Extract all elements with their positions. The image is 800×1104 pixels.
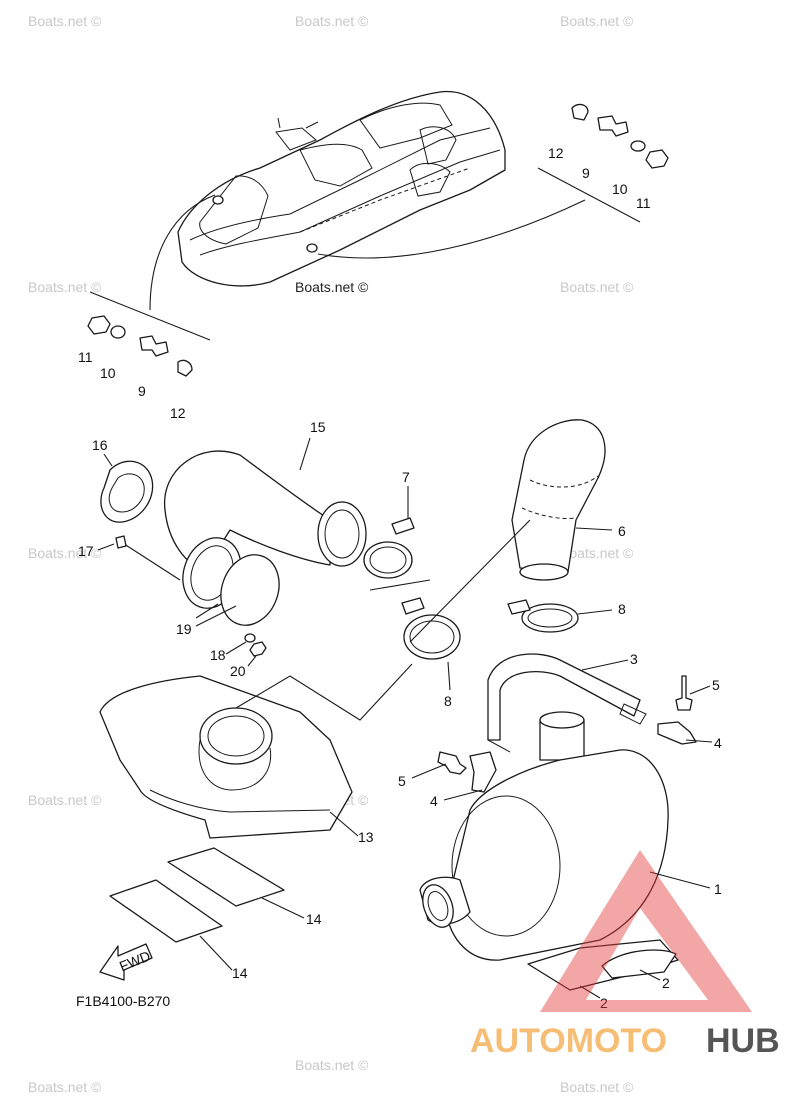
callout-11: 11 [636, 195, 651, 211]
callout-2: 2 [600, 995, 608, 1011]
triangle-emblem-icon [540, 850, 752, 1012]
hardware-set-right [571, 103, 669, 169]
callout-14: 14 [232, 965, 248, 981]
watermark: Boats.net © [28, 792, 102, 808]
callout-20: 20 [230, 663, 246, 679]
callout-16: 16 [92, 437, 108, 453]
callout-9: 9 [138, 383, 146, 399]
strap-3 [487, 653, 647, 753]
callout-2: 2 [662, 975, 670, 991]
gasket-16 [100, 460, 154, 523]
callout-12: 12 [548, 145, 564, 161]
callout-8: 8 [618, 601, 626, 617]
rivet-5-right [675, 675, 693, 711]
callout-9: 9 [582, 165, 590, 181]
watermark: Boats.net © [28, 1079, 102, 1095]
callout-10: 10 [100, 365, 116, 381]
hose-6 [511, 419, 606, 581]
callout-12: 12 [170, 405, 186, 421]
pad-14-lower [109, 879, 223, 943]
watermark: Boats.net © [295, 13, 369, 29]
washer-18 [244, 633, 256, 643]
callout-15: 15 [310, 419, 326, 435]
clamp-8-right [507, 599, 579, 633]
logo-text-automoto: AUTOMOTO [470, 1022, 667, 1060]
bracket-4-right [657, 721, 697, 745]
callout-6: 6 [618, 523, 626, 539]
watermark: Boats.net © [560, 545, 634, 561]
watercraft-illustration [89, 90, 641, 341]
watermark: Boats.net © [295, 1057, 369, 1073]
watermark: Boats.net © [560, 13, 634, 29]
callout-19: 19 [176, 621, 192, 637]
callout-13: 13 [358, 829, 374, 845]
watermark: Boats.net © [295, 279, 369, 295]
callout-11: 11 [78, 349, 93, 365]
muffler-1 [419, 711, 669, 961]
bolt-17 [115, 535, 127, 549]
pad-2-upper [601, 949, 677, 979]
clamp-7 [363, 517, 415, 579]
diagram-code: F1B4100-B270 [76, 993, 170, 1009]
callout-1: 1 [714, 881, 722, 897]
hardware-set-left [87, 315, 193, 377]
callout-17: 17 [78, 543, 94, 559]
rivet-5-left [437, 751, 467, 775]
callout-labels: 1 2 2 3 4 4 5 5 6 7 8 8 9 9 10 10 11 11 … [78, 145, 722, 1011]
watermark: Boats.net © [28, 13, 102, 29]
watermark: Boats.net © [28, 279, 102, 295]
callout-3: 3 [630, 651, 638, 667]
callout-14: 14 [306, 911, 322, 927]
callout-10: 10 [612, 181, 628, 197]
callout-7: 7 [402, 469, 410, 485]
fwd-label: FWD [117, 948, 153, 975]
pad-14-upper [167, 847, 285, 907]
watermark: Boats.net © [560, 1079, 634, 1095]
watermark: Boats.net © [28, 545, 102, 561]
bracket-4-left [469, 751, 497, 793]
logo-text-hub: HUB [706, 1022, 780, 1060]
callout-18: 18 [210, 647, 226, 663]
callout-8: 8 [444, 693, 452, 709]
callout-5: 5 [712, 677, 720, 693]
chamber-13 [99, 675, 353, 839]
callout-4: 4 [714, 735, 722, 751]
nut-20 [249, 641, 267, 657]
automotohub-logo: AUTOMOTO HUB [470, 850, 780, 1060]
callout-5: 5 [398, 773, 406, 789]
screen-plate [220, 554, 280, 626]
clamp-8-left [401, 597, 461, 660]
callout-4: 4 [430, 793, 438, 809]
forward-arrow-icon: FWD [99, 943, 153, 981]
watermark: Boats.net © [560, 279, 634, 295]
